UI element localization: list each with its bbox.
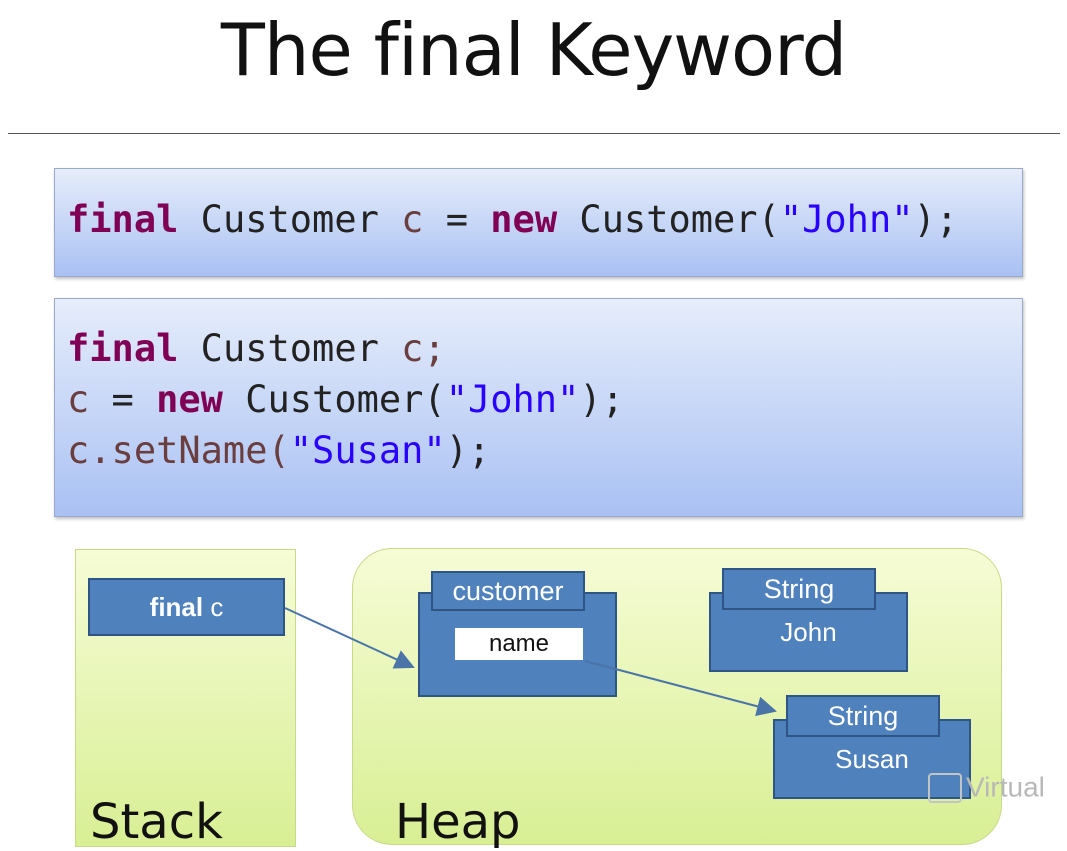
arrow-c-to-customer: [284, 607, 415, 669]
title-divider: [8, 133, 1060, 134]
stack-var-name: c: [203, 592, 224, 622]
operator-assign: =: [89, 378, 157, 421]
type-name: Customer: [178, 327, 402, 370]
statement-end: );: [913, 198, 959, 241]
code-line-1: final Customer c;: [67, 323, 624, 374]
code-line-1: final Customer c = new Customer("John");: [67, 194, 958, 245]
string-susan-header: String: [786, 695, 940, 737]
string-john-header: String: [722, 568, 876, 610]
code-line-2: c = new Customer("John");: [67, 374, 624, 425]
heap-label: Heap: [395, 794, 521, 850]
statement-end: );: [445, 429, 491, 472]
string-susan-value: Susan: [835, 744, 909, 774]
keyword-new: new: [156, 378, 223, 421]
constructor-call: Customer(: [222, 378, 446, 421]
virtual-logo-icon: [928, 772, 962, 803]
keyword-new: new: [490, 198, 558, 241]
customer-object-header: customer: [431, 571, 585, 611]
customer-name-field: name: [455, 628, 583, 660]
watermark-text: Virtual: [966, 771, 1045, 803]
watermark: Virtual: [928, 770, 1045, 804]
method-call: c.setName(: [67, 429, 290, 472]
stack-label: Stack: [90, 794, 223, 850]
stack-variable-final-c: final c: [88, 578, 285, 636]
code-line-3: c.setName("Susan");: [67, 425, 624, 476]
code-block-1: final Customer c = new Customer("John");: [54, 168, 1023, 277]
string-john-value: John: [780, 617, 837, 647]
statement-end: );: [579, 378, 624, 421]
code-block-2: final Customer c; c = new Customer("John…: [54, 298, 1023, 517]
string-literal: "Susan": [289, 429, 446, 472]
slide-title: The final Keyword: [220, 8, 847, 92]
variable-c: c: [67, 378, 90, 421]
string-literal: "John": [779, 198, 914, 241]
arrow-name-to-susan: [584, 660, 777, 717]
constructor-call: Customer(: [557, 198, 780, 241]
keyword-final: final: [67, 198, 179, 241]
variable-c: c: [401, 198, 424, 241]
keyword-final: final: [67, 327, 179, 370]
string-literal: "John": [445, 378, 580, 421]
stack-var-modifier: final: [149, 592, 204, 622]
type-name: Customer: [178, 198, 402, 241]
operator-assign: =: [423, 198, 491, 241]
variable-c: c;: [401, 327, 446, 370]
